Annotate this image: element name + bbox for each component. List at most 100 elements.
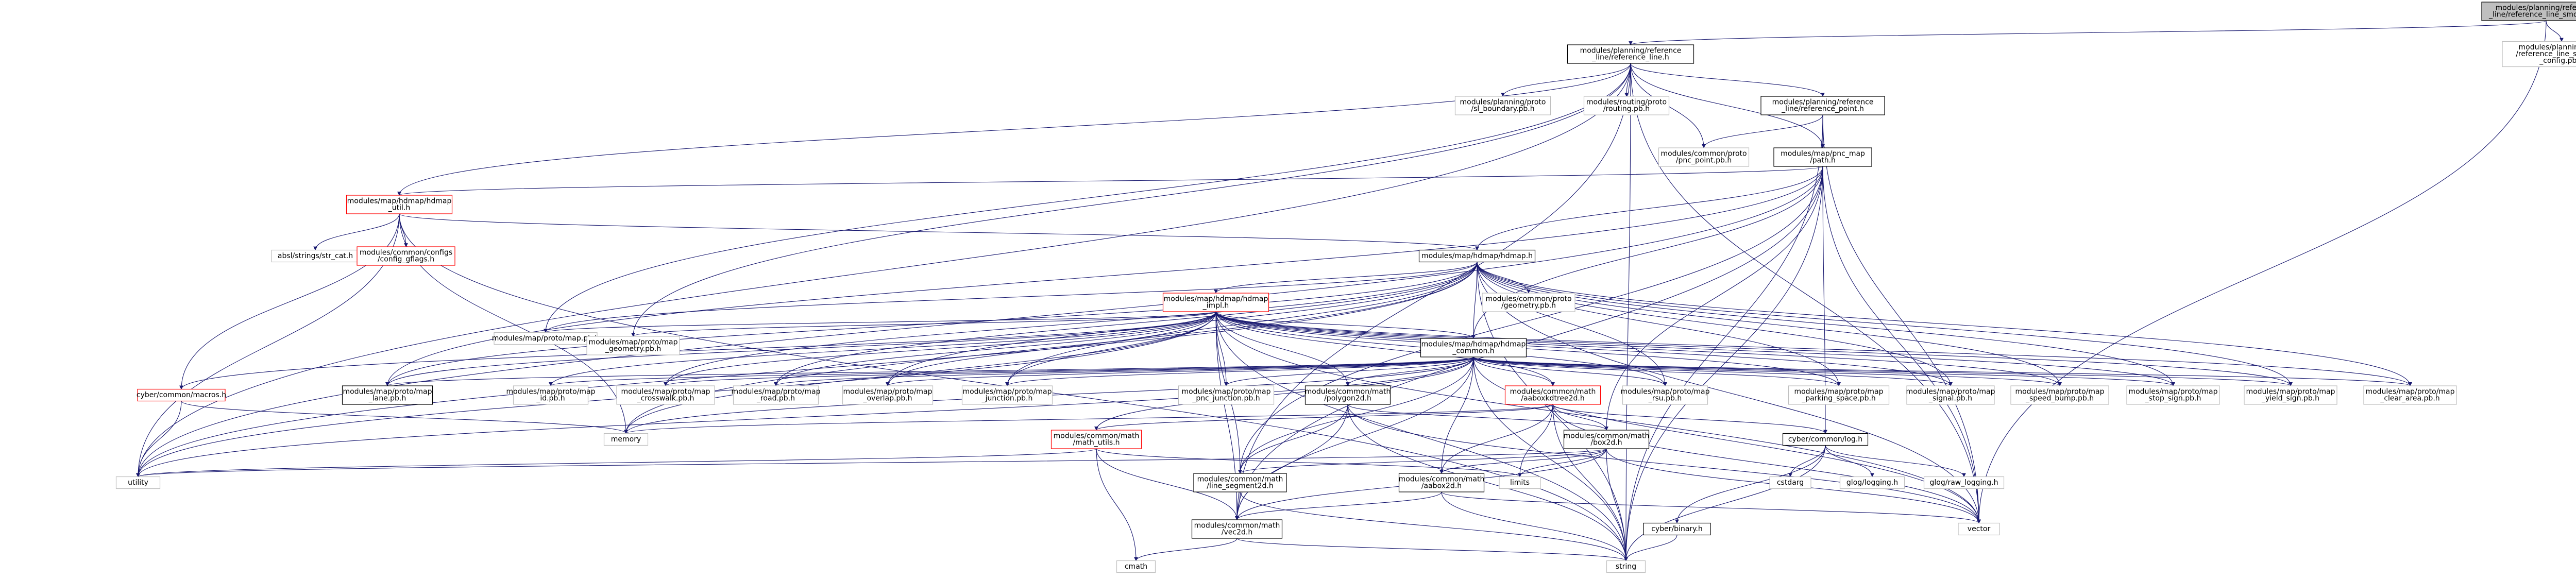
node-map-pb[interactable]: modules/map/proto/map.pb.h — [492, 332, 600, 345]
node-road-pb[interactable]: modules/map/proto/map_road.pb.h — [731, 385, 821, 405]
node-config-gflags[interactable]: modules/common/configs/config_gflags.h — [357, 246, 455, 266]
node-parking-pb[interactable]: modules/map/proto/map_parking_space.pb.h — [1788, 385, 1890, 405]
node-macros[interactable]: cyber/common/macros.h — [137, 388, 226, 402]
node-label-line: modules/map/proto/map — [2128, 388, 2217, 396]
edge-log_h-to-binary — [1675, 445, 1826, 524]
node-label-line: /pnc_point.pb.h — [1676, 157, 1732, 165]
node-memory[interactable]: memory — [603, 433, 649, 446]
node-vector[interactable]: vector — [1958, 522, 2000, 536]
node-glog-raw[interactable]: glog/raw_logging.h — [1923, 476, 2005, 489]
edge-aabox_tree-to-vector — [1552, 404, 1981, 524]
node-glog[interactable]: glog/logging.h — [1839, 476, 1905, 489]
node-cmath[interactable]: cmath — [1116, 560, 1156, 573]
node-str-cat[interactable]: absl/strings/str_cat.h — [271, 249, 360, 263]
node-overlap-pb[interactable]: modules/map/proto/map_overlap.pb.h — [842, 385, 934, 405]
node-box — [1773, 147, 1872, 167]
node-label-line: modules/common/proto — [1660, 150, 1747, 158]
node-label-line: modules/map/proto/map — [1906, 388, 1995, 396]
node-log-h[interactable]: cyber/common/log.h — [1782, 433, 1869, 446]
node-label-line: absl/strings/str_cat.h — [278, 252, 353, 260]
node-yield-sign-pb[interactable]: modules/map/proto/map_yield_sign.pb.h — [2244, 385, 2337, 405]
edge-hdmap_impl-to-crosswalk_pb — [664, 311, 1216, 386]
node-speed-bump-pb[interactable]: modules/map/proto/map_speed_bump.pb.h — [2010, 385, 2109, 405]
node-label-line: utility — [128, 479, 148, 487]
node-id-pb[interactable]: modules/map/proto/map_id.pb.h — [506, 385, 596, 405]
node-label-line: cyber/binary.h — [1651, 525, 1703, 533]
edge-hdmap_common-to-rsu_pb — [1473, 356, 1667, 386]
node-hdmap-util[interactable]: modules/map/hdmap/hdmap_util.h — [346, 195, 453, 214]
node-hdmap-impl[interactable]: modules/map/hdmap/hdmap_impl.h — [1162, 293, 1269, 312]
node-lane-pb[interactable]: modules/map/proto/map_lane.pb.h — [342, 385, 433, 405]
node-pnc-junction-pb[interactable]: modules/map/proto/map_pnc_junction.pb.h — [1178, 385, 1275, 405]
edge-hdmap_h-to-hdmap_common — [1471, 262, 1478, 339]
edge-hdmap_util-to-hdmap_h — [399, 213, 1479, 251]
node-math-utils[interactable]: modules/common/math/math_utils.h — [1050, 430, 1142, 449]
node-label-line: modules/common/proto — [1485, 295, 1571, 303]
node-label-line: modules/common/math — [1054, 432, 1140, 440]
edge-path_h-to-log_h — [1822, 166, 1827, 434]
node-label-line: modules/planning/reference — [1772, 98, 1874, 107]
node-stop-sign-pb[interactable]: modules/map/proto/map_stop_sign.pb.h — [2126, 385, 2220, 405]
node-vec2d[interactable]: modules/common/math/vec2d.h — [1191, 519, 1283, 539]
node-box2d[interactable]: modules/common/math/box2d.h — [1564, 430, 1650, 449]
edge-polygon2d-to-line_segment — [1238, 404, 1348, 474]
node-aabox2d[interactable]: modules/common/math/aabox2d.h — [1399, 473, 1485, 492]
node-polygon2d[interactable]: modules/common/math/polygon2d.h — [1305, 385, 1391, 405]
node-limits[interactable]: limits — [1499, 476, 1541, 489]
edge-vec2d-to-string — [1236, 538, 1628, 561]
node-hdmap-common[interactable]: modules/map/hdmap/hdmap_common.h — [1420, 338, 1527, 357]
node-sl-boundary[interactable]: modules/planning/proto/sl_boundary.pb.h — [1454, 96, 1551, 115]
node-box — [2126, 385, 2220, 405]
node-label-line: /line_segment2d.h — [1207, 482, 1274, 490]
node-map-geometry-pb[interactable]: modules/map/proto/map_geometry.pb.h — [586, 336, 680, 355]
node-label-line: _speed_bump.pb.h — [2025, 395, 2094, 403]
node-line-segment[interactable]: modules/common/math/line_segment2d.h — [1193, 473, 1287, 492]
node-label-line: /aaboxkdtree2d.h — [1521, 395, 1584, 403]
node-label-line: modules/map/proto/map — [2365, 388, 2454, 396]
node-pnc-point-pb[interactable]: modules/common/proto/pnc_point.pb.h — [1658, 147, 1750, 167]
edge-hdmap_util-to-str_cat — [313, 213, 400, 251]
edge-hdmap_common-to-aabox2d — [1439, 356, 1474, 474]
edge-hdmap_common-to-math_utils — [1094, 356, 1474, 431]
node-box — [1658, 147, 1750, 167]
node-aabox-tree[interactable]: modules/common/math/aaboxkdtree2d.h — [1504, 385, 1601, 405]
node-label-line: modules/common/math — [1399, 475, 1485, 484]
node-reference-point[interactable]: modules/planning/reference_line/referenc… — [1760, 96, 1885, 115]
edge-aabox_tree-to-string — [1552, 404, 1628, 561]
node-box — [1769, 476, 1811, 489]
node-smoother-config[interactable]: modules/planning/proto/reference_line_sm… — [2502, 41, 2576, 67]
node-box — [1050, 430, 1142, 449]
edge-hdmap_common-to-clear_area_pb — [1473, 356, 2412, 386]
node-routing[interactable]: modules/routing/proto/routing.pb.h — [1583, 96, 1670, 115]
node-box — [1606, 560, 1646, 573]
node-reference-line[interactable]: modules/planning/reference_line/referenc… — [1567, 44, 1694, 64]
node-clear-area-pb[interactable]: modules/map/proto/map_clear_area.pb.h — [2363, 385, 2457, 405]
node-binary[interactable]: cyber/binary.h — [1643, 522, 1711, 536]
node-label-line: modules/common/math — [1564, 432, 1650, 440]
edge-log_h-to-glog — [1825, 445, 1874, 478]
edge-hdmap_common-to-road_pb — [774, 356, 1474, 386]
edge-path_h-to-hdmap_h — [1475, 166, 1823, 251]
node-junction-pb[interactable]: modules/map/proto/map_junction.pb.h — [961, 385, 1053, 405]
node-signal-pb[interactable]: modules/map/proto/map_signal.pb.h — [1906, 385, 1995, 405]
node-box — [1567, 44, 1694, 64]
node-label-line: modules/map/hdmap/hdmap.h — [1421, 252, 1533, 260]
node-string[interactable]: string — [1606, 560, 1646, 573]
node-utility[interactable]: utility — [115, 476, 161, 489]
node-rsu-pb[interactable]: modules/map/proto/map_rsu.pb.h — [1620, 385, 1710, 405]
edge-hdmap_common-to-stop_sign_pb — [1473, 356, 2175, 386]
node-crosswalk-pb[interactable]: modules/map/proto/map_crosswalk.pb.h — [616, 385, 715, 405]
edge-root-to-smoother_config — [2546, 20, 2564, 42]
node-hdmap-h[interactable]: modules/map/hdmap/hdmap.h — [1418, 249, 1536, 263]
node-label-line: /routing.pb.h — [1603, 105, 1650, 113]
node-path-h[interactable]: modules/map/pnc_map/path.h — [1773, 147, 1872, 167]
node-cstdarg[interactable]: cstdarg — [1769, 476, 1811, 489]
edge-hdmap_h-to-speed_bump_pb — [1477, 262, 2062, 386]
node-root[interactable]: modules/planning/reference_line/referenc… — [2481, 2, 2576, 21]
node-box — [513, 385, 589, 405]
edge-aabox_tree-to-box2d — [1552, 404, 1608, 431]
node-geometry-pb[interactable]: modules/common/proto/geometry.pb.h — [1482, 293, 1575, 312]
edge-hdmap_impl-to-map_pb — [544, 311, 1216, 333]
edge-aabox2d-to-string — [1441, 491, 1628, 561]
edge-path_h-to-lane_pb — [385, 166, 1823, 386]
